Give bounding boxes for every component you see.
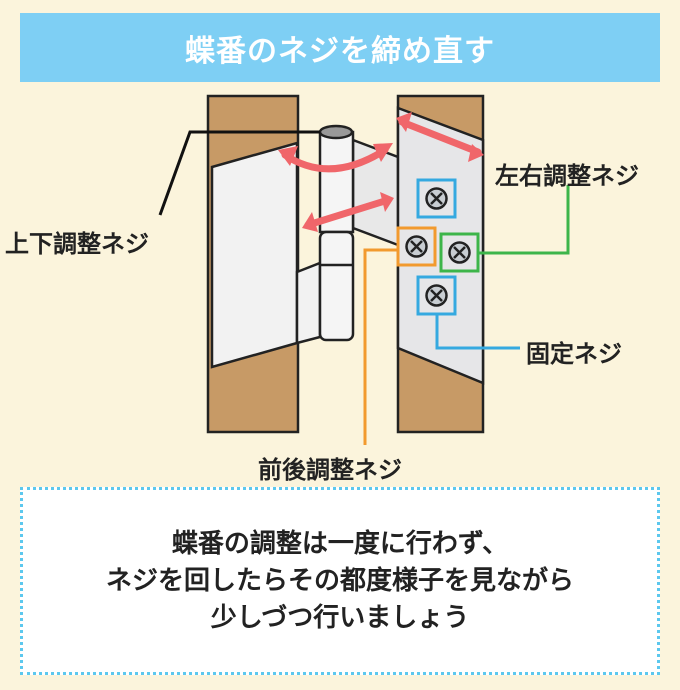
screw-icon [425,187,448,210]
lower-leaf-piece [295,261,322,345]
screw-box-bottom [416,275,457,316]
screw-icon [405,235,428,258]
screw-box-top [416,178,457,219]
horizontal-leader [478,185,570,255]
screw-icon [425,284,448,307]
screw-box-depth [396,226,437,267]
hinge-pin-lower [318,230,355,342]
adjust-arrows [281,118,482,229]
vertical-leader [158,130,320,216]
fixed-leader [435,313,520,350]
screw-box-horizontal [439,232,480,273]
label-vertical-screw: 上下調整ネジ [5,230,149,258]
label-horizontal-screw: 左右調整ネジ [495,162,639,190]
title-banner: 蝶番のネジを締め直す [20,13,660,82]
depth-leader [363,248,398,445]
screw-icon [448,241,471,264]
note-line: ネジを回したらその都度様子を見ながら [105,565,574,596]
note-line: 少しづつ行いましょう [210,602,470,633]
advice-note: 蝶番の調整は一度に行わず、 ネジを回したらその都度様子を見ながら 少しづつ行いま… [20,487,660,675]
left-leaf [210,141,299,369]
label-fixed-screw: 固定ネジ [526,340,622,368]
label-depth-screw: 前後調整ネジ [258,456,402,484]
pin-top [318,124,354,140]
screws [405,187,471,307]
note-line: 蝶番の調整は一度に行わず、 [171,528,509,559]
